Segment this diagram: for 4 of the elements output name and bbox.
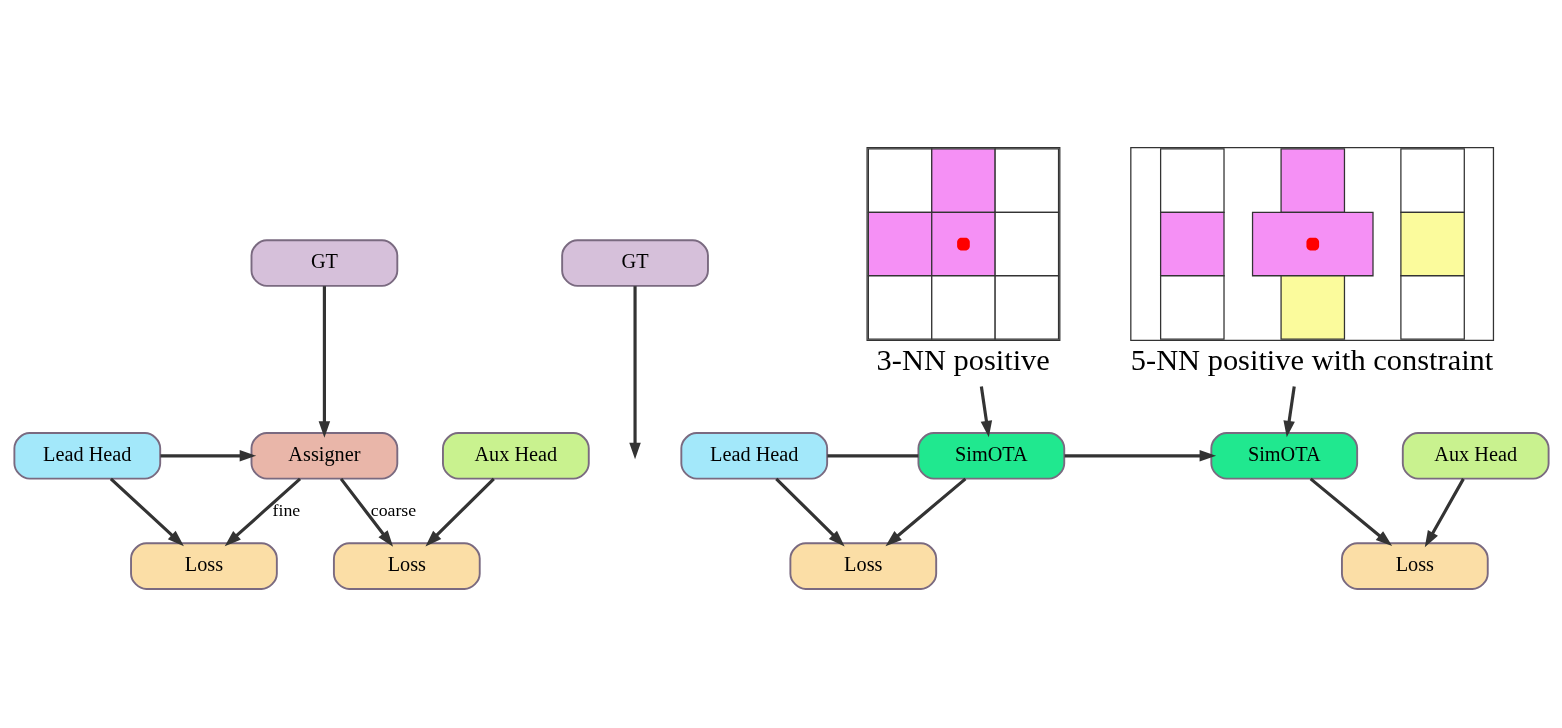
edge-label: coarse xyxy=(370,499,416,520)
edge-label: fine xyxy=(272,499,300,520)
node-label: 5-NN positive with constraint xyxy=(1130,342,1493,377)
node-label: 3-NN positive xyxy=(876,342,1050,377)
